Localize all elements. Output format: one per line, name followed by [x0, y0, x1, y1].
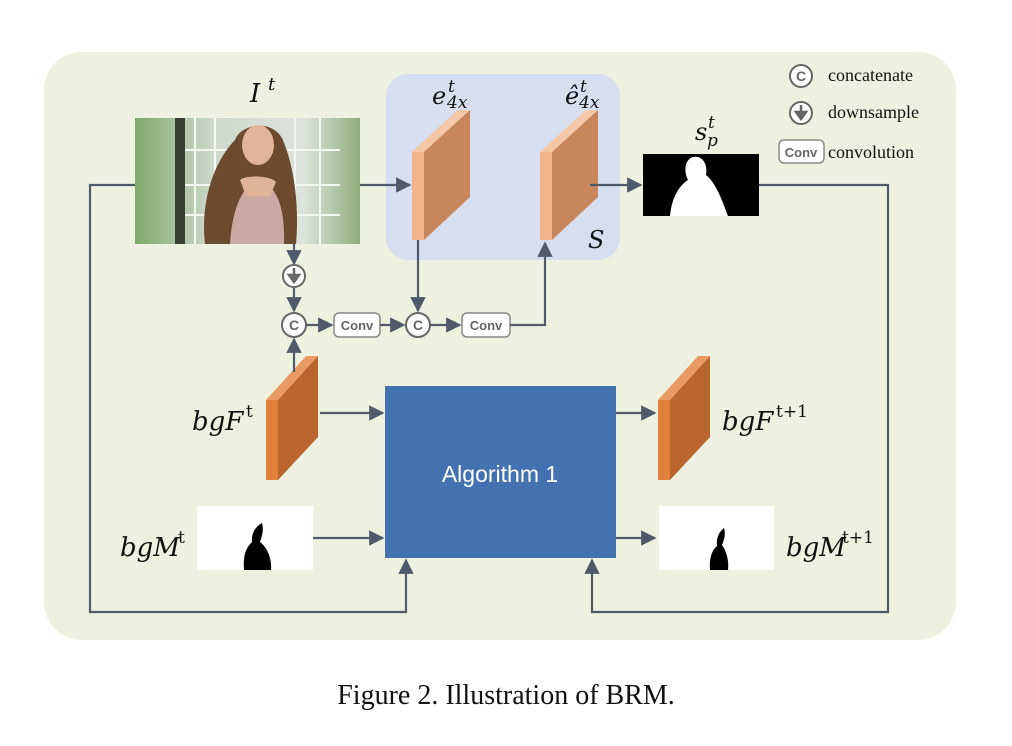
svg-text:bgF: bgF — [722, 407, 774, 437]
bgM-input-label: bgM t — [120, 528, 185, 563]
svg-text:downsample: downsample — [828, 102, 919, 122]
bg-feature-output — [658, 356, 710, 480]
svg-text:t: t — [246, 402, 253, 422]
feature-map-e4x — [412, 110, 470, 240]
sp-to-algorithm-loop — [584, 183, 890, 614]
svg-text:4x: 4x — [578, 93, 600, 113]
input-to-algorithm-loop — [88, 183, 414, 614]
bgM-output-label: bgM t+1 — [786, 528, 874, 563]
figure-caption: Figure 2. Illustration of BRM. — [337, 680, 675, 711]
svg-text:t: t — [708, 113, 715, 133]
svg-text:convolution: convolution — [828, 142, 914, 162]
svg-text:bgF: bgF — [192, 407, 244, 437]
svg-text:t+1: t+1 — [776, 402, 808, 422]
bg-mask-output — [659, 506, 774, 570]
sp-label: s t p — [695, 113, 718, 151]
svg-text:bgM: bgM — [786, 533, 847, 563]
bgF-input-label: bgF t — [192, 402, 253, 437]
concatenate-legend-icon — [789, 64, 813, 88]
bg-mask-input — [197, 506, 313, 570]
svg-text:Conv: Conv — [785, 145, 818, 160]
s-block-label: S — [588, 226, 604, 254]
svg-text:t+1: t+1 — [842, 528, 874, 548]
svg-text:concatenate: concatenate — [828, 65, 913, 85]
input-label: I t — [249, 74, 276, 109]
svg-text:e: e — [432, 82, 446, 110]
svg-text:Algorithm 1: Algorithm 1 — [442, 461, 558, 487]
svg-text:C: C — [413, 317, 423, 333]
svg-text:t: t — [178, 528, 185, 548]
svg-text:s: s — [695, 118, 707, 146]
input-image — [135, 118, 360, 244]
svg-text:Conv: Conv — [341, 318, 374, 333]
ehat4x-label: ê t 4x — [565, 77, 600, 113]
bgF-output-label: bgF t+1 — [722, 402, 808, 437]
svg-text:p: p — [707, 131, 718, 151]
svg-text:C: C — [796, 68, 806, 84]
conv2-to-ehat4x-arrow — [510, 241, 553, 327]
svg-text:Conv: Conv — [470, 318, 503, 333]
svg-text:t: t — [580, 77, 587, 97]
bg-feature-input — [266, 356, 318, 480]
svg-text:I: I — [249, 79, 261, 109]
feature-map-ehat4x — [540, 110, 598, 240]
e4x-label: e t 4x — [432, 77, 468, 113]
prediction-mask — [643, 154, 759, 216]
svg-text:4x: 4x — [446, 93, 468, 113]
svg-text:t: t — [448, 77, 455, 97]
svg-text:t: t — [268, 74, 276, 95]
algorithm-1-box — [385, 386, 616, 558]
svg-text:C: C — [289, 317, 299, 333]
legend: C concatenate downsample Conv convolutio… — [778, 64, 919, 164]
svg-text:ê: ê — [565, 82, 579, 110]
conv-legend-icon — [778, 139, 825, 164]
svg-text:bgM: bgM — [120, 533, 181, 563]
